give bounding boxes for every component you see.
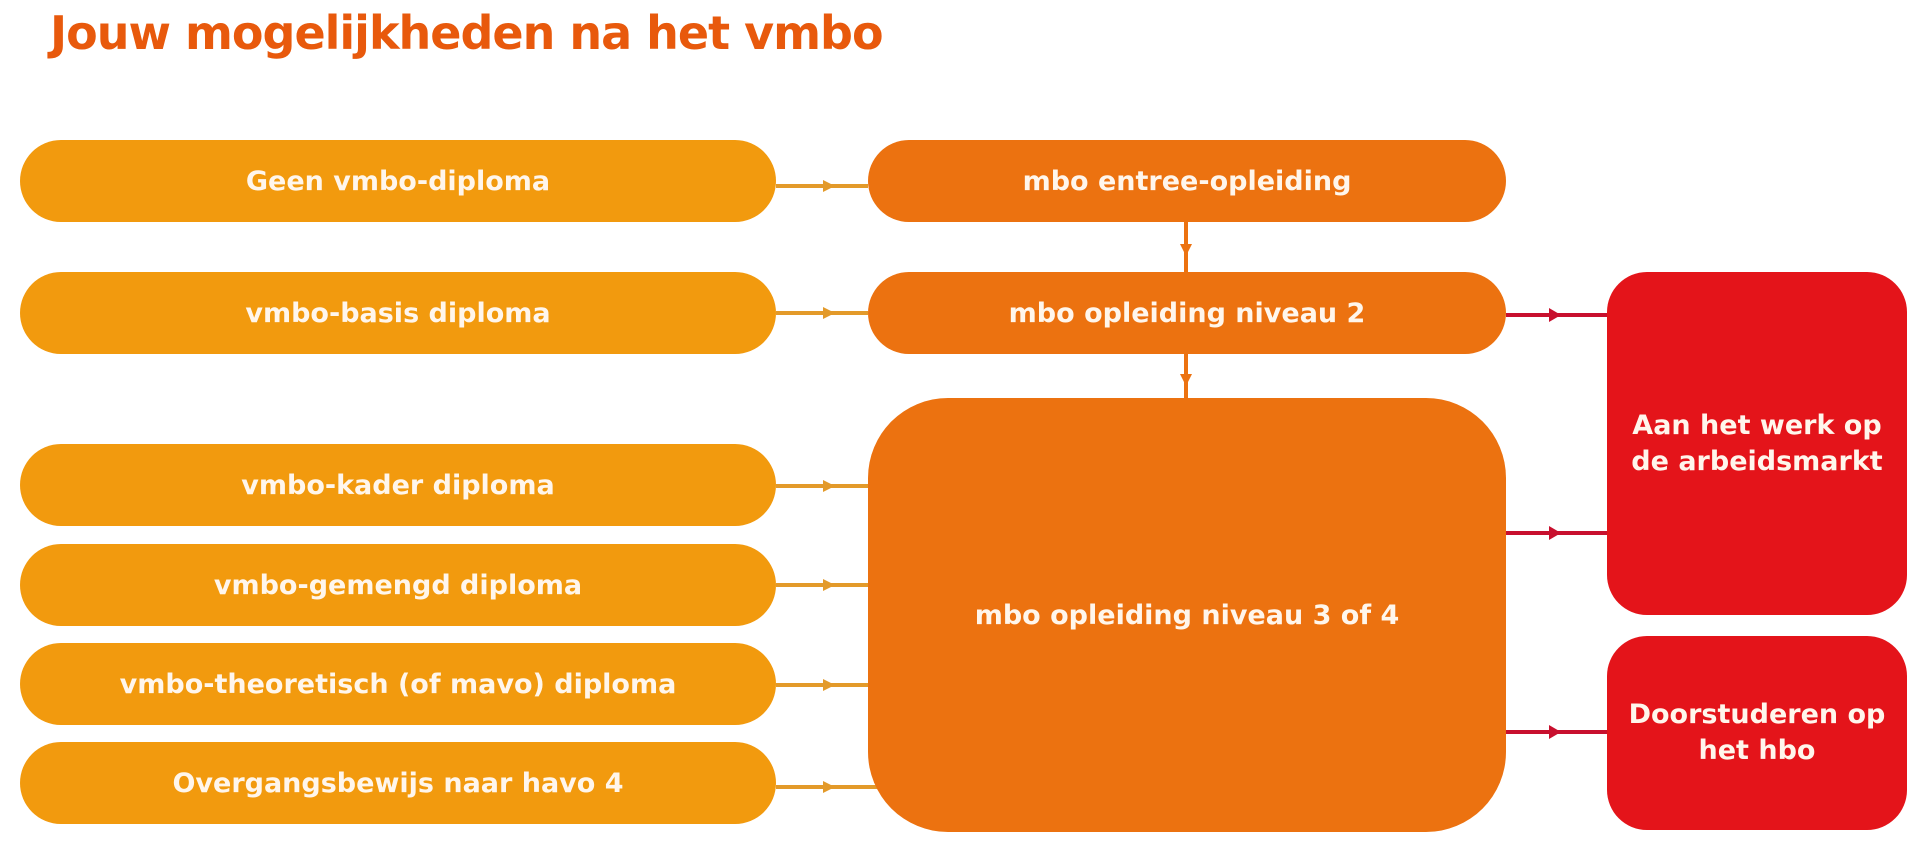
node-label: Aan het werk op de arbeidsmarkt xyxy=(1631,409,1883,477)
node-mbo-niveau-3-of-4: mbo opleiding niveau 3 of 4 xyxy=(868,398,1506,832)
node-label: vmbo-basis diploma xyxy=(245,297,551,329)
node-vmbo-theoretisch-diploma: vmbo-theoretisch (of mavo) diploma xyxy=(20,643,776,725)
node-label: vmbo-kader diploma xyxy=(241,469,555,501)
node-label: Overgangsbewijs naar havo 4 xyxy=(172,767,624,799)
node-geen-vmbo-diploma: Geen vmbo-diploma xyxy=(20,140,776,222)
page-title: Jouw mogelijkheden na het vmbo xyxy=(50,6,884,60)
node-label: mbo opleiding niveau 3 of 4 xyxy=(974,599,1400,631)
node-vmbo-basis-diploma: vmbo-basis diploma xyxy=(20,272,776,354)
node-mbo-niveau-2: mbo opleiding niveau 2 xyxy=(868,272,1506,354)
node-label: mbo opleiding niveau 2 xyxy=(1008,297,1366,329)
node-label: vmbo-gemengd diploma xyxy=(213,569,583,601)
node-label: vmbo-theoretisch (of mavo) diploma xyxy=(119,668,677,700)
node-label: Doorstuderen op het hbo xyxy=(1628,699,1886,766)
source-arrows xyxy=(776,186,880,787)
node-label: mbo entree-opleiding xyxy=(1022,165,1352,197)
outcome-arrows xyxy=(1506,308,1607,739)
node-vmbo-kader-diploma: vmbo-kader diploma xyxy=(20,444,776,526)
node-label: Geen vmbo-diploma xyxy=(245,165,551,197)
node-doorstuderen-hbo: Doorstuderen op het hbo xyxy=(1607,636,1907,830)
node-mbo-entree: mbo entree-opleiding xyxy=(868,140,1506,222)
node-vmbo-gemengd-diploma: vmbo-gemengd diploma xyxy=(20,544,776,626)
node-aan-het-werk: Aan het werk op de arbeidsmarkt xyxy=(1607,272,1907,615)
node-overgangsbewijs-havo4: Overgangsbewijs naar havo 4 xyxy=(20,742,776,824)
